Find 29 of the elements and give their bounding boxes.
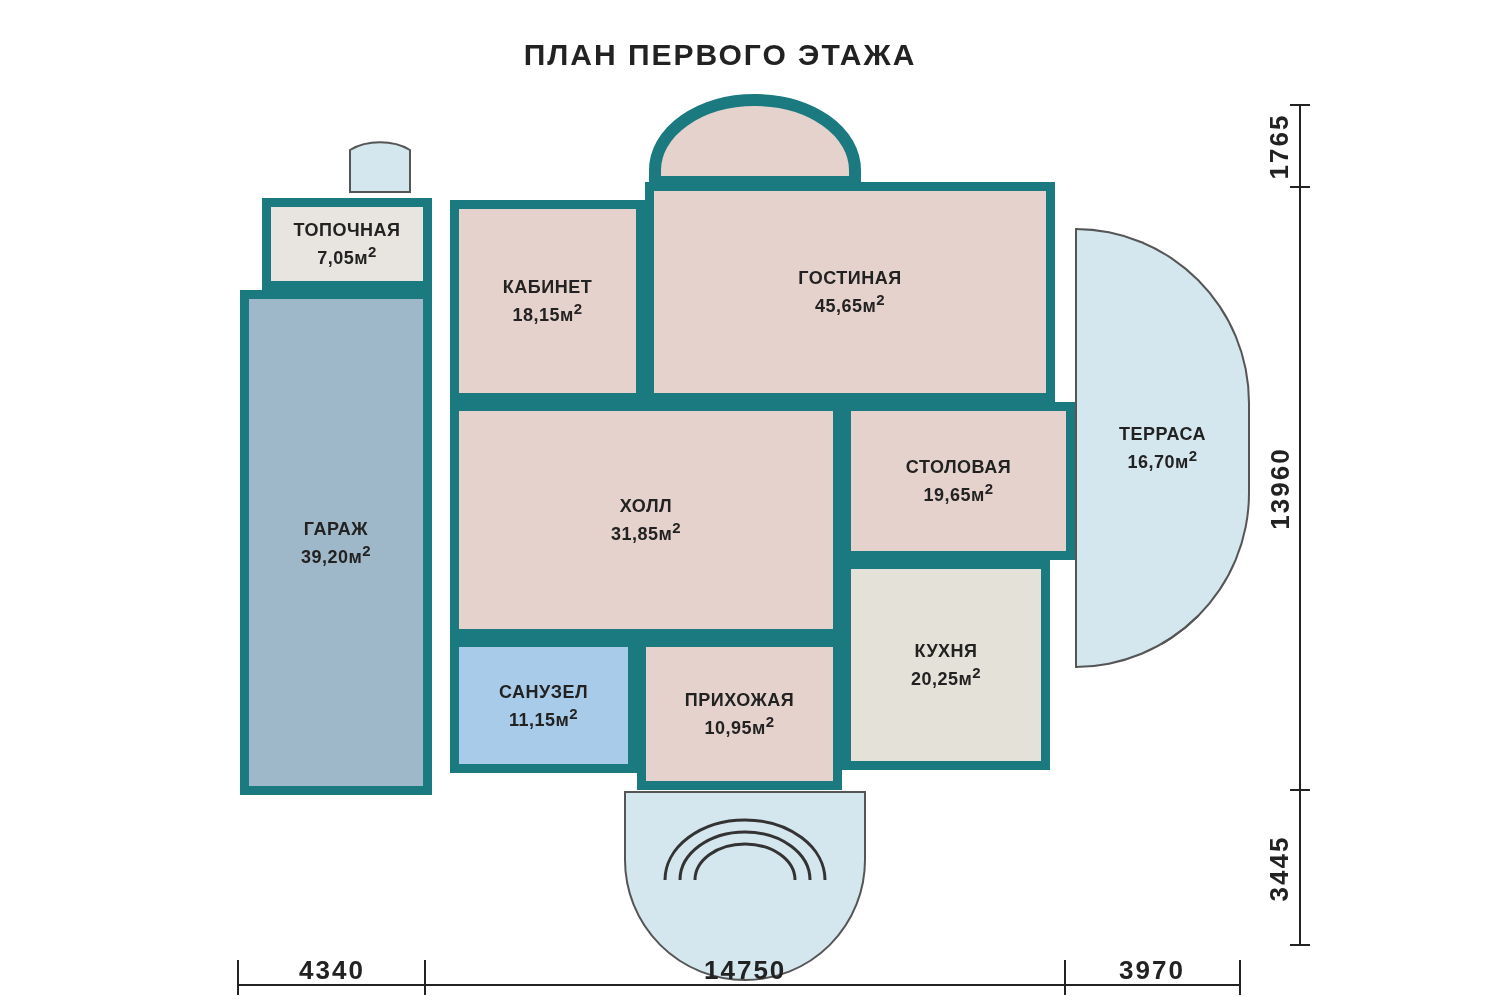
dimension-label: 14750 xyxy=(704,954,787,986)
dimension-label: 3445 xyxy=(1264,835,1296,901)
room-floor xyxy=(262,198,432,290)
dimension-label: 1765 xyxy=(1264,113,1296,179)
room-area: 10,95м$^{2}$ xyxy=(704,711,775,739)
room-area: 16,70м$^{2}$ xyxy=(1127,445,1198,473)
room-area: 31,85м$^{2}$ xyxy=(610,517,682,545)
room-name: ГАРАЖ xyxy=(303,517,369,540)
room-area: 11,15м$^{2}$ xyxy=(508,702,579,731)
room-area: 18,15м$^{2}$ xyxy=(512,298,583,326)
room-floor xyxy=(240,290,432,795)
dimension-label: 3970 xyxy=(1119,954,1185,986)
room-name: ТОПОЧНАЯ xyxy=(293,219,401,241)
room-area: 7,05м$^{2}$ xyxy=(317,241,377,269)
room-area: 19,65м$^{2}$ xyxy=(923,478,994,506)
room-name: ПРИХОЖАЯ xyxy=(684,689,795,711)
dimension-label: 4340 xyxy=(299,954,365,986)
room-name: ГОСТИНАЯ xyxy=(798,267,902,289)
room-area: 45,65м$^{2}$ xyxy=(814,289,886,317)
room-name: САНУЗЕЛ xyxy=(498,680,589,703)
room-name: КУХНЯ xyxy=(914,640,978,662)
room-name: ТЕРРАСА xyxy=(1119,423,1206,445)
room-name: ХОЛЛ xyxy=(619,495,673,517)
room-area: 39,20м$^{2}$ xyxy=(300,539,372,568)
room-name: СТОЛОВАЯ xyxy=(905,456,1012,478)
dimension-label: 13960 xyxy=(1264,446,1296,530)
room-area: 20,25м$^{2}$ xyxy=(910,662,982,690)
room-name: КАБИНЕТ xyxy=(502,276,593,298)
plan-title: ПЛАН ПЕРВОГО ЭТАЖА xyxy=(522,38,918,72)
